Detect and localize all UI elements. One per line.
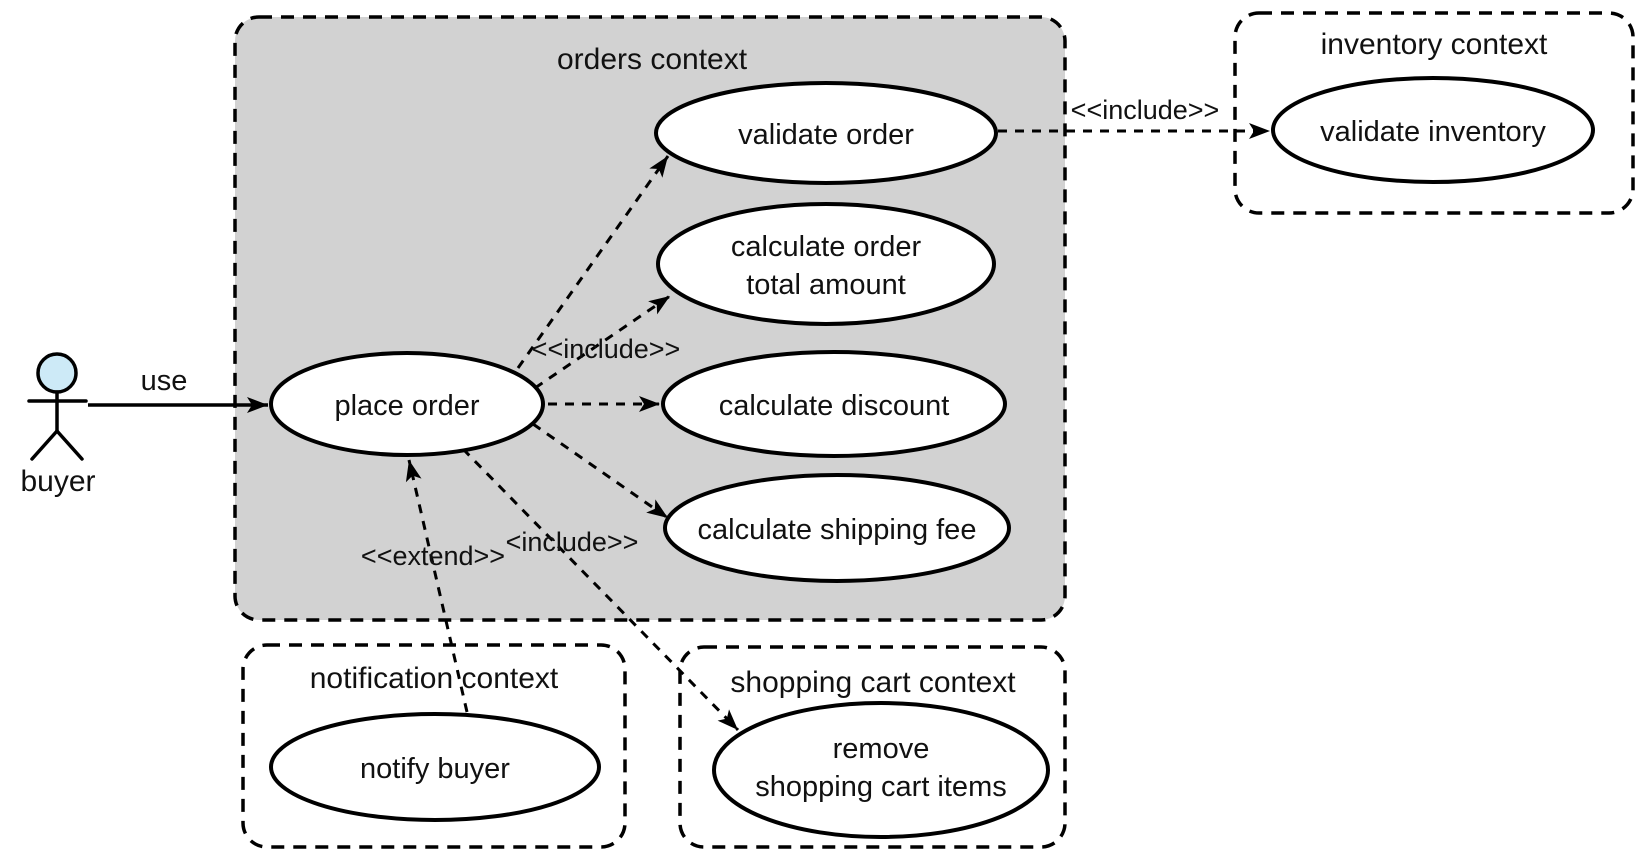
- edge-include-fan-label: <<include>>: [532, 334, 681, 364]
- use-case-calculate-order-total: calculate order total amount: [656, 202, 996, 326]
- place-order-ellipse: [269, 351, 545, 457]
- actor-head: [36, 352, 78, 394]
- use-case-calculate-discount: calculate discount: [661, 350, 1007, 458]
- edge-include-remove-cart: [461, 447, 740, 732]
- use-case-calculate-shipping-fee: calculate shipping fee: [663, 473, 1011, 583]
- calculate-order-total-label-line1: calculate order: [731, 231, 922, 263]
- use-case-notify-buyer: notify buyer: [269, 712, 601, 822]
- calculate-order-total-ellipse: [656, 202, 996, 326]
- shopping-cart-context-title: shopping cart context: [730, 666, 1016, 699]
- edge-extend-label: <<extend>>: [361, 541, 505, 571]
- remove-cart-items-ellipse: [712, 701, 1050, 839]
- edge-use-label: use: [141, 365, 188, 397]
- edge-include-inventory-label: <<include>>: [1071, 95, 1220, 125]
- notify-buyer-ellipse: [269, 712, 601, 822]
- actor-left-leg: [30, 429, 59, 461]
- validate-inventory-label: validate inventory: [1320, 116, 1546, 148]
- use-case-validate-inventory: validate inventory: [1271, 76, 1595, 184]
- inventory-context-title: inventory context: [1321, 28, 1548, 61]
- orders-context-title: orders context: [557, 43, 748, 76]
- edge-include-calculate-shipping: [532, 422, 669, 520]
- remove-cart-items-label-line1: remove: [833, 733, 930, 765]
- validate-order-ellipse: [654, 81, 998, 185]
- remove-cart-items-label-line2: shopping cart items: [755, 771, 1006, 803]
- calculate-discount-label: calculate discount: [719, 390, 950, 422]
- calculate-order-total-label-line2: total amount: [746, 269, 906, 301]
- validate-inventory-ellipse: [1271, 76, 1595, 184]
- actor-buyer-label: buyer: [20, 465, 95, 498]
- calculate-discount-ellipse: [661, 350, 1007, 458]
- use-case-validate-order: validate order: [654, 81, 998, 185]
- use-case-remove-cart-items: remove shopping cart items: [712, 701, 1050, 839]
- notify-buyer-label: notify buyer: [360, 753, 510, 785]
- actor-right-leg: [55, 429, 84, 461]
- notification-context-title: notification context: [310, 662, 559, 695]
- validate-order-label: validate order: [738, 119, 914, 151]
- calculate-shipping-fee-label: calculate shipping fee: [698, 514, 977, 546]
- actor-buyer: [27, 352, 88, 461]
- calculate-shipping-fee-ellipse: [663, 473, 1011, 583]
- place-order-label: place order: [334, 390, 479, 422]
- edge-include-cart-label: <include>>: [506, 527, 639, 557]
- use-case-place-order: place order: [269, 351, 545, 457]
- edge-include-calculate-total: [534, 294, 671, 390]
